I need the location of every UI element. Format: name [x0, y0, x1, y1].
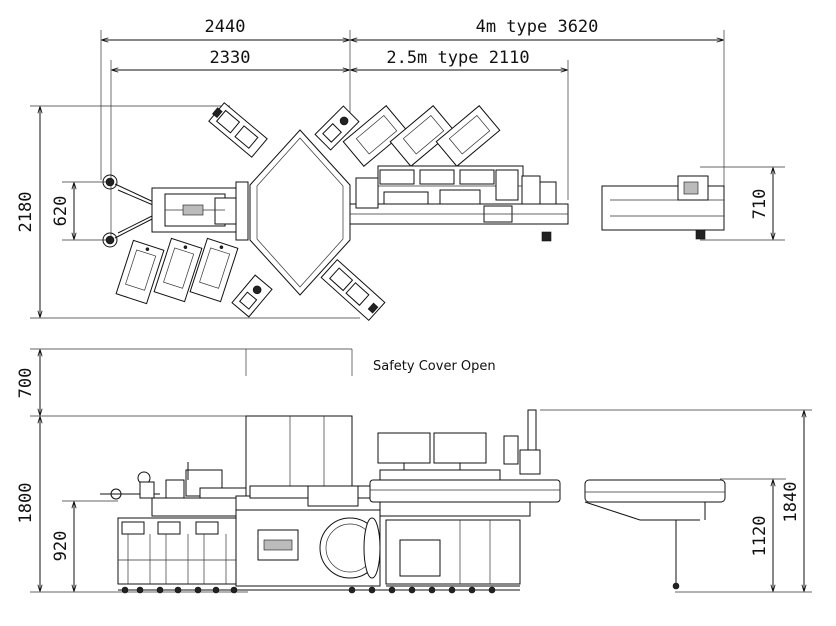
head-upper-left	[208, 102, 268, 158]
cover-panels	[245, 415, 353, 497]
left-stand-bins	[117, 517, 241, 585]
loading-module	[151, 181, 249, 241]
safety-cover: Safety Cover Open	[30, 348, 496, 376]
central-machine	[235, 485, 381, 587]
plan-view: 2440 4m type 3620 2330 2.5m type 2110 21…	[16, 17, 785, 322]
dim-620: 620	[51, 196, 71, 227]
dim-710: 710	[750, 189, 770, 220]
dim-920: 920	[51, 531, 71, 562]
plan-right-dimension: 710	[700, 166, 785, 241]
head-upper-right	[314, 105, 360, 151]
elevation-view: Safety Cover Open 700 1800 920 1120 1840	[16, 348, 812, 594]
caster-wheels	[118, 586, 520, 594]
dim-2440: 2440	[205, 17, 246, 37]
conveyor-extension-plan	[601, 175, 725, 240]
trays-lower-left	[115, 237, 239, 305]
dim-2-5m-type: 2.5m type 2110	[386, 48, 529, 68]
monitors	[377, 432, 501, 481]
extension-elevation	[584, 479, 726, 590]
dim-1840: 1840	[781, 482, 801, 523]
dim-4m-type: 4m type 3620	[476, 17, 599, 37]
conveyor-elevation	[369, 479, 561, 587]
head-lower-left	[231, 274, 273, 318]
trays-upper-right	[342, 105, 501, 167]
top-dimensions: 2440 4m type 3620 2330 2.5m type 2110	[100, 17, 725, 240]
control-column	[503, 409, 541, 475]
dim-1800: 1800	[16, 483, 36, 524]
head-lower-right	[320, 258, 386, 322]
plan-left-dimensions: 2180 620	[16, 105, 360, 319]
index-turret	[249, 129, 351, 296]
dim-700: 700	[16, 368, 36, 399]
safety-cover-caption: Safety Cover Open	[373, 359, 496, 374]
dim-2330: 2330	[210, 48, 251, 68]
conveyor-plan	[349, 165, 569, 242]
left-feeder-elevation	[100, 462, 247, 517]
dim-2180: 2180	[16, 192, 36, 233]
feeder-rollers	[102, 174, 161, 248]
elevation-right-dimensions: 1120 1840	[540, 409, 812, 593]
dim-1120: 1120	[750, 516, 770, 557]
